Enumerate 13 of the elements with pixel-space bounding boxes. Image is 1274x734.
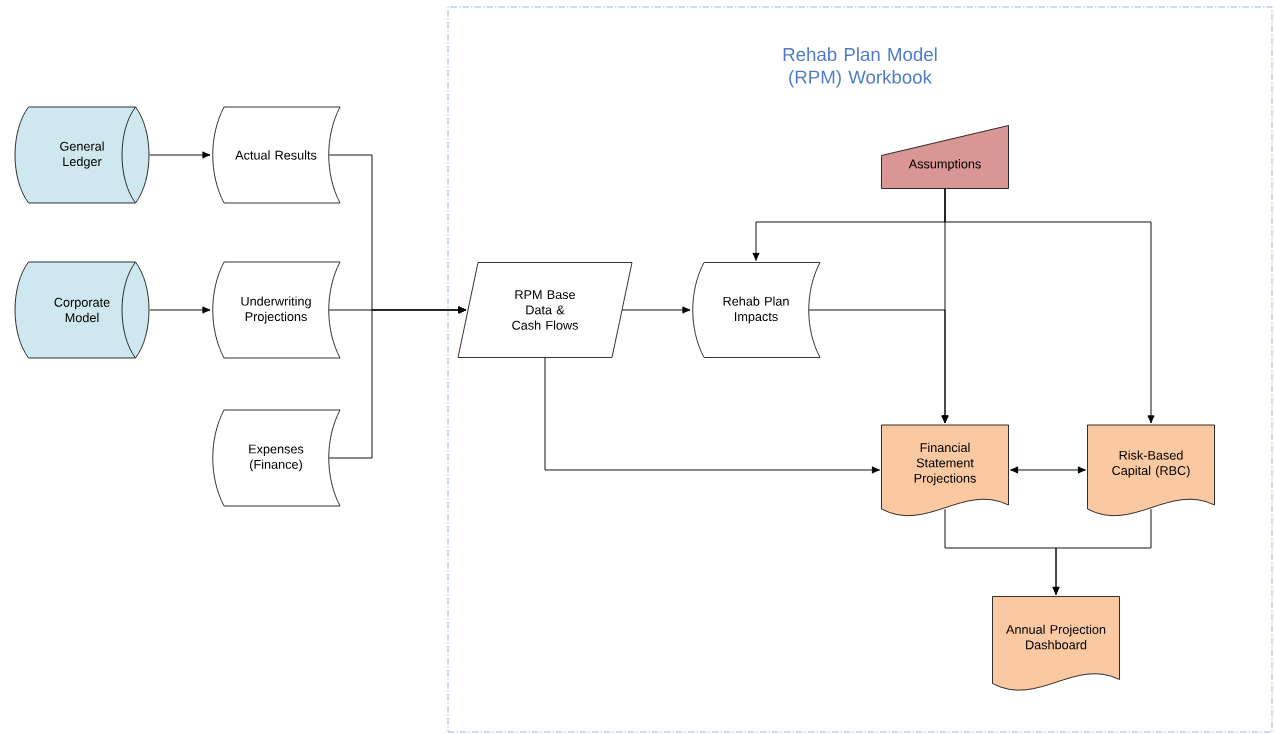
arrow — [1052, 508, 1152, 595]
arrow — [328, 306, 467, 459]
arrow — [1010, 466, 1086, 474]
arrow — [544, 357, 880, 474]
frame-title: Rehab Plan Model (RPM) Workbook — [783, 47, 937, 88]
arrow — [149, 151, 211, 159]
arrow — [621, 306, 691, 314]
arrow — [149, 306, 211, 314]
data-parallelogram: RPM Base Data & Cash Flows — [457, 262, 633, 358]
database-cylinder: General Ledger — [14, 106, 150, 204]
arrow — [808, 309, 949, 424]
database-cylinder: Corporate Model — [14, 261, 150, 359]
arrow — [944, 188, 1155, 424]
